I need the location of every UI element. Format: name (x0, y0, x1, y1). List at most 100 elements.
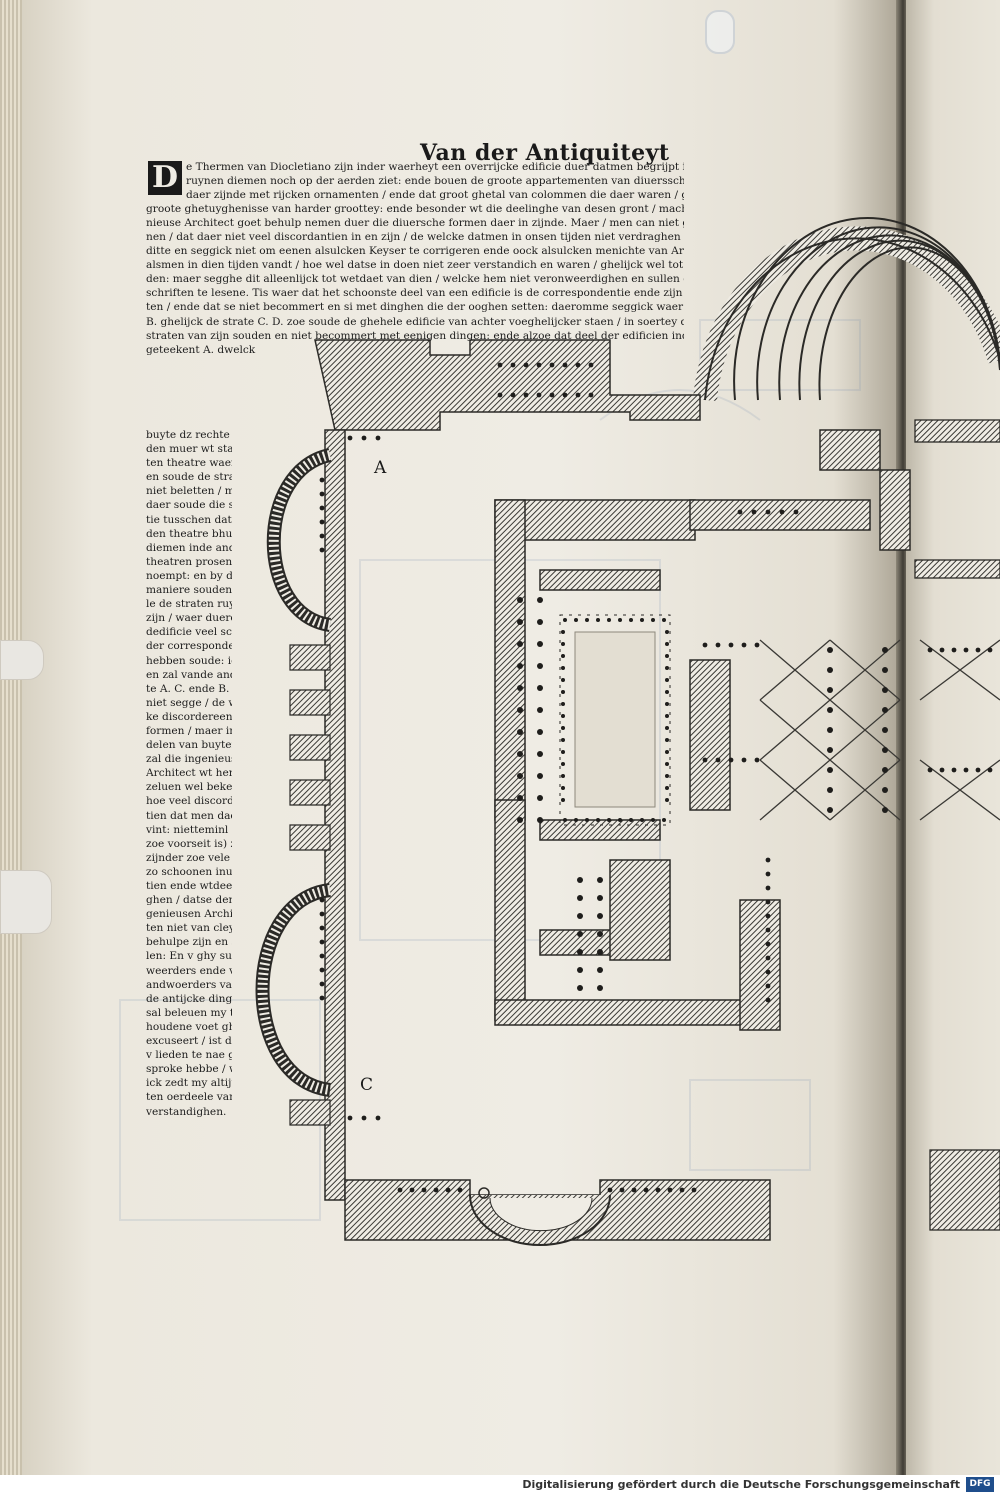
column-dot (827, 727, 833, 733)
dfg-logo-icon: DFG (966, 1477, 994, 1492)
column-dot (643, 1187, 649, 1193)
column-dot (517, 707, 523, 713)
column-dot (827, 747, 833, 753)
column-dot (765, 941, 771, 947)
column-dot (597, 985, 603, 991)
column-dot (361, 1115, 367, 1121)
column-line: sproke hebbe / wat (146, 1063, 232, 1076)
column-dot (517, 729, 523, 735)
column-dot (375, 435, 381, 441)
column-dot (765, 871, 771, 877)
column-dot (561, 690, 565, 694)
column-dot (975, 767, 981, 773)
column-dot (549, 362, 555, 368)
column-dot (319, 547, 325, 553)
column-line: weerders ende vers (146, 964, 232, 977)
column-dot (561, 762, 565, 766)
column-line: niet beletten / maer (146, 485, 232, 498)
column-dot (754, 642, 760, 648)
column-dot (347, 1115, 353, 1121)
column-dot (497, 362, 503, 368)
column-dot (596, 618, 600, 622)
column-dot (665, 702, 669, 706)
column-dot (665, 726, 669, 730)
column-dot (741, 642, 747, 648)
column-dot (561, 666, 565, 670)
column-dot (754, 757, 760, 763)
page-tab-upper (0, 640, 44, 680)
column-dot (882, 787, 888, 793)
column-dot (619, 1187, 625, 1193)
column-line: andwoerders vande (146, 978, 232, 991)
column-dot (563, 618, 567, 622)
text-line: e Thermen van Diocletiano zijn inder wae… (186, 161, 684, 173)
column-dot (927, 767, 933, 773)
column-dot (577, 877, 583, 883)
column-dot (987, 647, 993, 653)
column-dot (575, 362, 581, 368)
column-line: tien dat men daer (146, 809, 232, 822)
column-dot (517, 817, 523, 823)
column-dot (577, 895, 583, 901)
column-dot (517, 751, 523, 757)
column-dot (536, 392, 542, 398)
column-dot (779, 509, 785, 515)
column-dot (987, 767, 993, 773)
column-dot (361, 435, 367, 441)
page-tab-lower (0, 870, 52, 934)
colonnades (319, 362, 993, 1193)
column-line: de antijcke dingen / (146, 992, 232, 1005)
column-dot (665, 678, 669, 682)
column-dot (665, 654, 669, 658)
column-dot (827, 667, 833, 673)
column-dot (765, 955, 771, 961)
column-line: ghen / datse den in (146, 894, 232, 907)
column-dot (702, 757, 708, 763)
column-dot (882, 667, 888, 673)
column-dot (561, 630, 565, 634)
column-dot (517, 597, 523, 603)
column-dot (562, 392, 568, 398)
column-line: den muer wt staet (146, 443, 232, 456)
text-line: daer zijnde met rijcken ornamenten / end… (186, 189, 684, 202)
column-dot (702, 642, 708, 648)
column-dot (575, 392, 581, 398)
column-dot (665, 786, 669, 790)
column-dot (561, 642, 565, 646)
inner-building (494, 429, 911, 1031)
text-line: den: maer segghe dit alleenlijck tot wet… (146, 273, 684, 286)
column-dot (607, 818, 611, 822)
column-dot (574, 618, 578, 622)
column-dot (963, 767, 969, 773)
column-dot (662, 618, 666, 622)
column-dot (939, 647, 945, 653)
column-dot (882, 707, 888, 713)
column-dot (631, 1187, 637, 1193)
column-dot (517, 619, 523, 625)
column-dot (574, 818, 578, 822)
column-dot (679, 1187, 685, 1193)
column-dot (651, 818, 655, 822)
column-line: noempt: en by dier (146, 569, 232, 582)
column-dot (421, 1187, 427, 1193)
column-line: v lieden te nae ghe (146, 1049, 232, 1062)
column-line: le de straten ruym (146, 598, 232, 611)
column-dot (975, 647, 981, 653)
column-dot (882, 647, 888, 653)
column-line: formen / maer inde (146, 724, 232, 737)
column-line: behulpe zijn en sul (146, 936, 232, 949)
drop-cap: D (148, 161, 182, 195)
column-line: verstandighen. (146, 1105, 227, 1118)
column-dot (882, 807, 888, 813)
column-line: den theatre bhuen (146, 527, 232, 540)
column-dot (561, 678, 565, 682)
column-dot (665, 666, 669, 670)
column-dot (561, 798, 565, 802)
text-line: alsmen in dien tijden vandt / hoe wel da… (146, 259, 684, 272)
column-dot (640, 818, 644, 822)
viewer-footer: Digitalisierung gefördert durch die Deut… (0, 1475, 1000, 1495)
text-line: B. ghelijck de strate C. D. zoe soude de… (146, 315, 684, 328)
column-dot (963, 647, 969, 653)
